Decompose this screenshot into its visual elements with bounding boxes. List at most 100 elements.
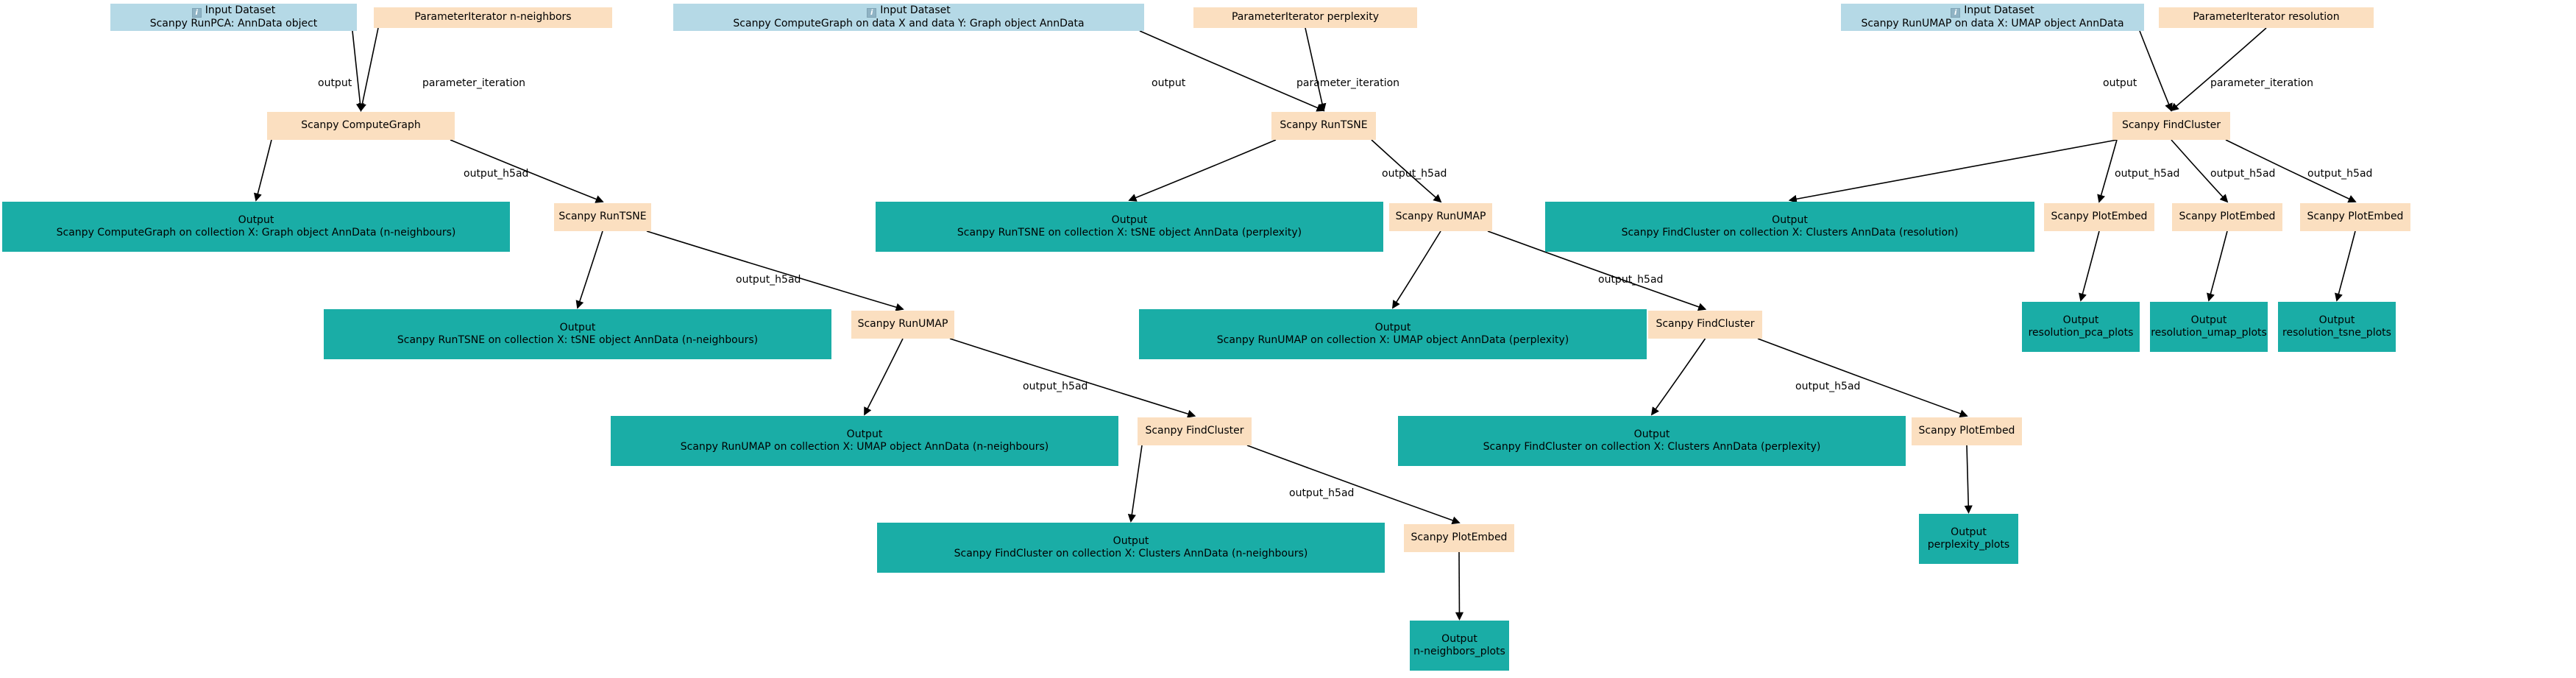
workflow-node-t_tsne_m[interactable]: Scanpy RunTSNE: [1271, 112, 1376, 140]
workflow-node-t_fc_l[interactable]: Scanpy FindCluster: [1138, 417, 1252, 445]
workflow-edge-pi_resolution-to-t_fc_r: [2170, 27, 2267, 112]
edge-label-t_tsne_m-to-t_umap_m: output_h5ad: [1382, 168, 1447, 180]
workflow-edge-in_pca-to-t_cgraph: [352, 30, 365, 112]
node-label: Scanpy PlotEmbed: [1918, 425, 2015, 437]
node-label: Scanpy RunUMAP: [857, 318, 948, 331]
node-subtitle: resolution_tsne_plots: [2282, 327, 2391, 339]
workflow-node-t_tsne_l[interactable]: Scanpy RunTSNE: [554, 203, 651, 231]
workflow-node-pi_nneighbors[interactable]: ParameterIterator n-neighbors: [374, 7, 612, 28]
workflow-edge-t_pe_r1-to-o_pca_plots: [2079, 230, 2100, 302]
node-title: Output: [2062, 314, 2099, 326]
edge-label-in_graph-to-t_tsne_m: output: [1152, 77, 1186, 89]
info-icon: i: [867, 7, 877, 18]
workflow-edge-t_fc_r-to-o_fc_r: [1788, 139, 2118, 203]
node-subtitle: Scanpy ComputeGraph on collection X: Gra…: [56, 227, 456, 239]
node-label: ParameterIterator perplexity: [1231, 11, 1379, 24]
node-subtitle: Scanpy FindCluster on collection X: Clus…: [1483, 441, 1821, 453]
workflow-edge-t_pe_l-to-o_pe_l: [1455, 551, 1464, 621]
workflow-node-pi_perplexity[interactable]: ParameterIterator perplexity: [1193, 7, 1417, 28]
edge-label-t_fc_l-to-t_pe_l: output_h5ad: [1289, 487, 1355, 499]
node-title: Output: [2318, 314, 2355, 326]
node-subtitle: Scanpy ComputeGraph on data X and data Y…: [733, 17, 1085, 29]
workflow-node-t_fc_r[interactable]: Scanpy FindCluster: [2112, 112, 2230, 140]
node-subtitle: Scanpy RunTSNE on collection X: tSNE obj…: [957, 227, 1302, 239]
workflow-node-t_fc_m[interactable]: Scanpy FindCluster: [1648, 311, 1762, 339]
edge-label-pi_nneighbors-to-t_cgraph: parameter_iteration: [422, 77, 526, 89]
node-subtitle: n-neighbors_plots: [1413, 646, 1505, 657]
workflow-edge-t_tsne_l-to-t_umap_l: [646, 230, 904, 311]
edge-label-t_tsne_l-to-t_umap_l: output_h5ad: [736, 274, 801, 286]
node-label: Scanpy PlotEmbed: [1411, 532, 1508, 544]
node-title: Output: [1633, 428, 1670, 440]
node-title: Output: [1111, 213, 1148, 226]
node-title: Output: [846, 428, 883, 440]
node-title: Output: [1951, 526, 1987, 538]
workflow-edge-t_fc_m-to-t_pe_m: [1757, 338, 1968, 418]
node-label: ParameterIterator n-neighbors: [414, 11, 572, 24]
edge-label-pi_perplexity-to-t_tsne_m: parameter_iteration: [1296, 77, 1400, 89]
node-label: Scanpy PlotEmbed: [2307, 211, 2404, 223]
node-subtitle: perplexity_plots: [1927, 539, 2010, 551]
workflow-edge-t_umap_l-to-o_umap_l: [864, 338, 904, 416]
workflow-edge-pi_nneighbors-to-t_cgraph: [358, 27, 379, 112]
node-subtitle: resolution_pca_plots: [2028, 327, 2134, 339]
node-label: Scanpy FindCluster: [1145, 425, 1244, 437]
node-title: Output: [2190, 314, 2227, 326]
node-subtitle: Scanpy RunUMAP on collection X: UMAP obj…: [680, 441, 1049, 453]
node-title-text: Input Dataset: [205, 4, 276, 16]
workflow-edge-t_tsne_l-to-o_tsne_l: [575, 230, 603, 309]
node-label: Scanpy FindCluster: [2121, 119, 2221, 132]
node-subtitle: Scanpy RunTSNE on collection X: tSNE obj…: [397, 334, 759, 346]
workflow-node-t_umap_m[interactable]: Scanpy RunUMAP: [1389, 203, 1492, 231]
node-title-text: Input Dataset: [880, 4, 951, 16]
node-title: Output: [1441, 632, 1477, 645]
edge-label-in_pca-to-t_cgraph: output: [318, 77, 352, 89]
workflow-edge-t_tsne_m-to-o_tsne_m: [1128, 139, 1277, 202]
workflow-node-t_pe_r1[interactable]: Scanpy PlotEmbed: [2044, 203, 2154, 231]
node-title: Output: [1113, 534, 1149, 547]
workflow-edge-t_pe_r2-to-o_umap_plots: [2207, 230, 2228, 302]
workflow-node-t_pe_r2[interactable]: Scanpy PlotEmbed: [2172, 203, 2282, 231]
edge-label-in_umap-to-t_fc_r: output: [2103, 77, 2137, 89]
workflow-edge-pi_perplexity-to-t_tsne_m: [1305, 27, 1327, 112]
workflow-node-t_cgraph[interactable]: Scanpy ComputeGraph: [267, 112, 455, 140]
node-subtitle: Scanpy FindCluster on collection X: Clus…: [1621, 227, 1959, 239]
workflow-edge-t_pe_m-to-o_pe_m: [1964, 445, 1973, 514]
node-label: Scanpy PlotEmbed: [2051, 211, 2148, 223]
workflow-node-t_pe_r3[interactable]: Scanpy PlotEmbed: [2300, 203, 2410, 231]
workflow-node-t_pe_l[interactable]: Scanpy PlotEmbed: [1404, 524, 1514, 552]
node-subtitle: Scanpy RunUMAP on data X: UMAP object An…: [1861, 17, 2124, 29]
workflow-edge-in_umap-to-t_fc_r: [2139, 30, 2173, 112]
edge-label-t_cgraph-to-t_tsne_l: output_h5ad: [464, 168, 529, 180]
node-label: ParameterIterator resolution: [2193, 11, 2340, 24]
workflow-edge-t_umap_m-to-o_umap_m: [1391, 230, 1441, 309]
workflow-edge-t_fc_m-to-o_fc_m: [1650, 338, 1706, 416]
workflow-node-pi_resolution[interactable]: ParameterIterator resolution: [2159, 7, 2374, 28]
workflow-node-t_umap_l[interactable]: Scanpy RunUMAP: [851, 311, 954, 339]
node-subtitle: Scanpy RunUMAP on collection X: UMAP obj…: [1216, 334, 1569, 346]
node-title-text: Input Dataset: [1964, 4, 2034, 16]
node-title: Output: [238, 213, 274, 226]
info-icon: i: [191, 7, 202, 18]
workflow-node-t_pe_m[interactable]: Scanpy PlotEmbed: [1912, 417, 2022, 445]
workflow-edge-in_graph-to-t_tsne_m: [1139, 30, 1325, 112]
